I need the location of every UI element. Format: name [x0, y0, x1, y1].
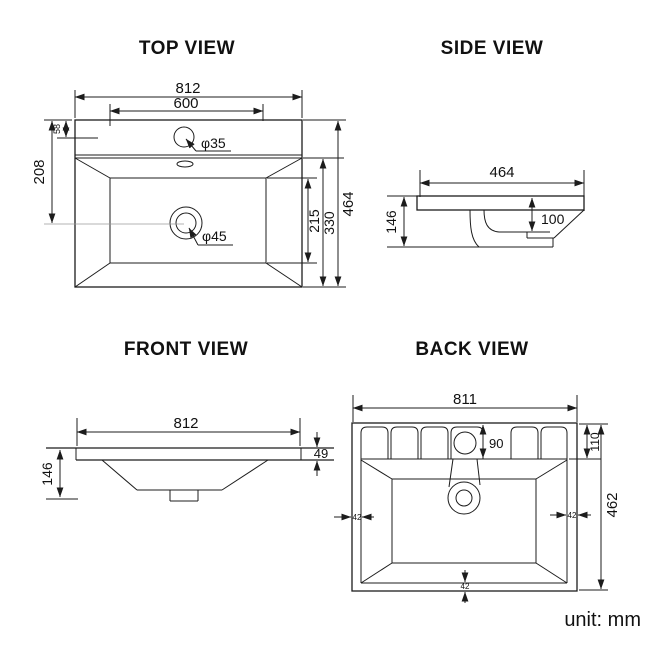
back-view-dim-width: 811 [453, 391, 477, 408]
front-view-dim-width: 812 [173, 415, 198, 432]
back-view-basin-floor [391, 478, 537, 564]
top-view-dim-depth: 464 [340, 191, 357, 216]
back-view-outline [351, 422, 578, 592]
side-view-bowl-inner-curve [483, 209, 527, 233]
top-view-basin-floor [109, 177, 267, 264]
back-view-dim-faucet-drop: 90 [489, 436, 503, 451]
unit-note: unit: mm [564, 609, 641, 631]
back-view-faucet-hole-circle [453, 431, 477, 455]
top-view-dim-basin-span: 330 [321, 211, 337, 235]
top-view-drawing: TOP VIEW φ35 φ45 812 600 [31, 38, 357, 288]
front-view-title: FRONT VIEW [124, 339, 248, 360]
top-view-drain-hole-label: φ45 [202, 228, 227, 244]
back-view-rib-row [360, 426, 568, 459]
side-view-dim-height: 146 [383, 210, 399, 234]
front-view-dim-rim-height: 49 [314, 446, 328, 461]
top-view-dim-width: 812 [175, 80, 200, 97]
back-view-dim-left-wall: 42 [353, 513, 362, 522]
drain-hole-inner-circle [175, 212, 197, 234]
side-view-dim-bowl-depth: 100 [541, 211, 565, 227]
side-view-dim-depth: 464 [489, 164, 514, 181]
back-view-drain-outer-circle [447, 481, 481, 515]
drain-leader-arrow [188, 227, 199, 246]
side-view-drawing: SIDE VIEW 464 146 100 [383, 38, 585, 248]
side-view-title: SIDE VIEW [441, 38, 544, 59]
back-view-dim-top-band: 110 [588, 432, 602, 451]
top-view-dim-front-depth: 208 [31, 159, 48, 184]
front-view-dim-height: 146 [39, 462, 55, 486]
top-view-title: TOP VIEW [139, 38, 235, 59]
drain-hole-outer-circle [169, 206, 203, 240]
back-view-drain-inner-circle [455, 489, 473, 507]
faucet-leader-arrow [185, 138, 197, 152]
back-view-drawing: BACK VIEW 811 [334, 339, 621, 603]
top-view-outline [74, 119, 303, 288]
top-view-dim-hole-span: 600 [173, 95, 198, 112]
back-view-dim-height: 462 [604, 492, 621, 517]
top-view-faucet-hole-label: φ35 [201, 135, 226, 151]
back-view-dim-right-wall: 42 [568, 511, 577, 520]
overflow-slot [176, 160, 194, 168]
top-view-dim-back-band: 58 [52, 124, 62, 134]
back-view-dim-bottom-wall: 42 [461, 582, 470, 591]
front-view-drawing: FRONT VIEW 812 49 146 [39, 339, 334, 502]
back-view-title: BACK VIEW [415, 339, 528, 360]
side-view-bowl-outer-curve [469, 209, 480, 248]
faucet-hole-circle [173, 126, 195, 148]
top-view-dim-basin-inner: 215 [306, 209, 322, 233]
side-view-counter-slab [416, 195, 585, 211]
